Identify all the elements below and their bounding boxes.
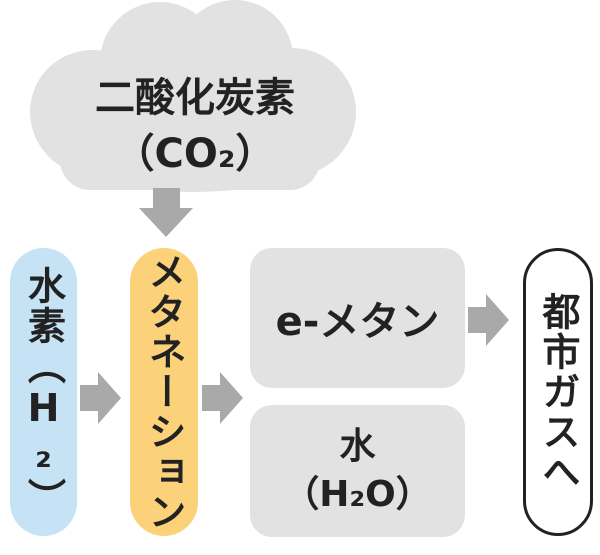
hydrogen-label: 水素（H₂） xyxy=(21,266,66,518)
co2-label: 二酸化炭素 （CO₂） xyxy=(40,70,350,182)
water-title: 水 xyxy=(339,426,376,467)
arrow-right-icon xyxy=(202,372,243,424)
arrow-right-icon xyxy=(468,294,509,346)
emethane-label: e-メタン xyxy=(275,299,440,345)
water-formula: （H₂O） xyxy=(283,474,432,515)
co2-formula: （CO₂） xyxy=(114,131,276,177)
hydrogen-node: 水素（H₂） xyxy=(10,248,77,536)
methanation-node: メタネーション xyxy=(130,248,198,536)
methanation-label: メタネーション xyxy=(142,252,186,532)
arrow-right-icon xyxy=(80,372,121,424)
arrow-down-icon xyxy=(139,188,193,237)
co2-title: 二酸化炭素 xyxy=(95,75,295,121)
citygas-node: 都市ガスへ xyxy=(523,248,593,536)
citygas-label: 都市ガスへ xyxy=(536,292,580,492)
water-box: 水 （H₂O） xyxy=(250,405,465,537)
emethane-box: e-メタン xyxy=(250,248,465,388)
